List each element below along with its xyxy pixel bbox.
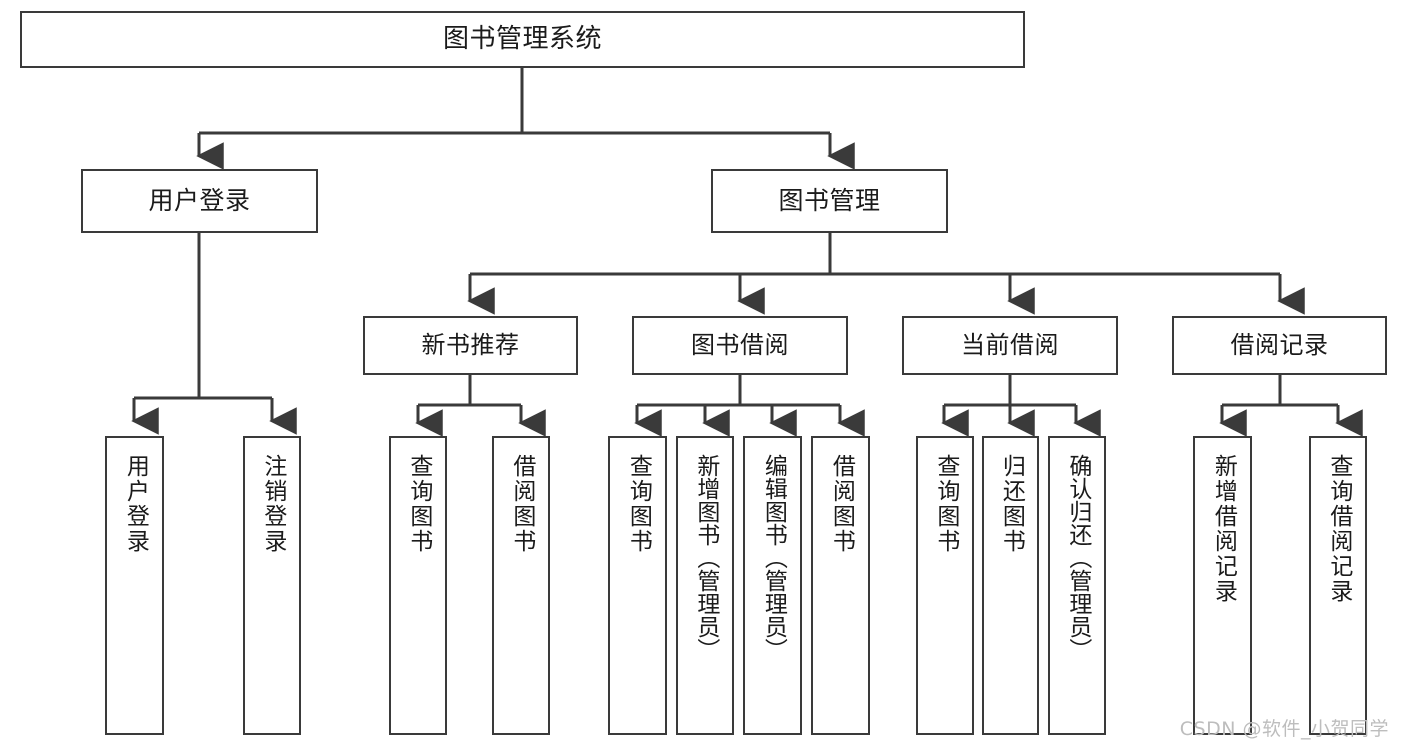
node-group-new-book-recommend[interactable]: 新书推荐 (363, 316, 578, 375)
node-label: 查询借阅记录 (1325, 454, 1352, 604)
node-leaf-borrow-edit-book-admin[interactable]: 编辑图书（管理员） (743, 436, 802, 735)
node-label: 图书管理系统 (442, 23, 602, 54)
node-label: 查询图书 (932, 454, 959, 554)
node-label: 用户登录 (122, 454, 149, 554)
node-label: 图书管理 (778, 185, 881, 215)
csdn-watermark: CSDN @软件_小贺同学 (1179, 718, 1389, 740)
node-leaf-user-login-signin[interactable]: 用户登录 (105, 436, 164, 735)
node-leaf-borrow-borrow-book[interactable]: 借阅图书 (811, 436, 870, 735)
node-label: 确认归还（管理员） (1064, 454, 1091, 661)
node-leaf-recommend-borrow-book[interactable]: 借阅图书 (492, 436, 550, 735)
node-label: 查询图书 (625, 454, 652, 554)
node-group-current-borrow[interactable]: 当前借阅 (902, 316, 1118, 375)
node-leaf-current-return-book[interactable]: 归还图书 (982, 436, 1039, 735)
node-label: 查询图书 (405, 454, 432, 554)
node-label: 借阅图书 (508, 454, 535, 554)
node-label: 新书推荐 (421, 330, 520, 359)
node-leaf-recommend-query-book[interactable]: 查询图书 (389, 436, 447, 735)
node-leaf-current-confirm-return-admin[interactable]: 确认归还（管理员） (1048, 436, 1106, 735)
node-label: 编辑图书（管理员） (760, 454, 787, 661)
node-leaf-borrow-add-book-admin[interactable]: 新增图书（管理员） (676, 436, 734, 735)
node-label: 注销登录 (259, 454, 286, 554)
node-leaf-record-query-record[interactable]: 查询借阅记录 (1309, 436, 1367, 735)
node-label: 新增借阅记录 (1210, 454, 1237, 604)
node-label: 借阅图书 (828, 454, 855, 554)
node-label: 归还图书 (998, 454, 1025, 554)
node-label: 图书借阅 (691, 330, 789, 359)
node-group-borrow-record[interactable]: 借阅记录 (1172, 316, 1387, 375)
node-root-system[interactable]: 图书管理系统 (20, 11, 1025, 68)
node-leaf-borrow-query-book[interactable]: 查询图书 (608, 436, 667, 735)
node-label: 借阅记录 (1230, 330, 1329, 359)
node-branch-book-management[interactable]: 图书管理 (711, 169, 948, 233)
node-label: 当前借阅 (961, 330, 1059, 359)
node-group-book-borrow[interactable]: 图书借阅 (632, 316, 848, 375)
node-leaf-current-query-book[interactable]: 查询图书 (916, 436, 974, 735)
node-label: 用户登录 (148, 185, 251, 215)
node-branch-user-login[interactable]: 用户登录 (81, 169, 318, 233)
node-leaf-record-add-record[interactable]: 新增借阅记录 (1193, 436, 1252, 735)
node-leaf-user-login-signout[interactable]: 注销登录 (243, 436, 301, 735)
node-label: 新增图书（管理员） (692, 454, 719, 661)
